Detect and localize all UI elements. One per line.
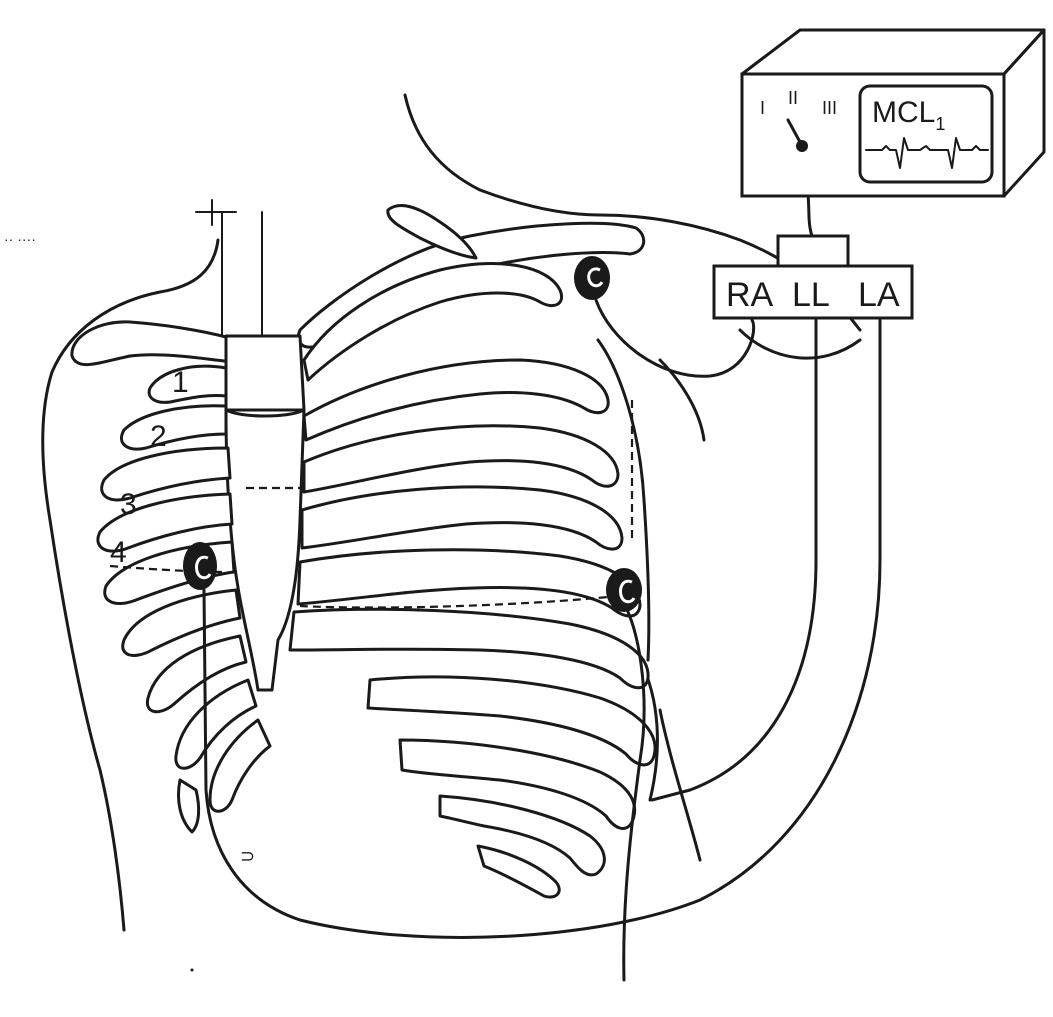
electrode-ra xyxy=(574,256,610,300)
manubrium xyxy=(226,336,304,410)
neck-right-line xyxy=(405,95,600,215)
electrode-la xyxy=(606,568,642,612)
rib-number-1: 1 xyxy=(172,366,189,399)
lead-label-iii: III xyxy=(822,98,837,118)
cable-label-la: LA xyxy=(858,276,900,314)
rib-number-3: 3 xyxy=(120,488,137,521)
left-clavicle xyxy=(72,322,232,365)
electrode-ll xyxy=(183,542,217,590)
stray-mark-left: ·· ···· xyxy=(4,231,36,247)
trachea xyxy=(196,200,262,345)
screen-label: MCL1 xyxy=(872,96,945,134)
cable-junction-block: RA LL LA xyxy=(714,236,912,318)
ecg-monitor: I II III MCL1 xyxy=(742,30,1044,196)
wire-ll xyxy=(652,320,816,800)
right-arm-inner xyxy=(740,330,860,358)
cable-label-ll: LL xyxy=(792,276,830,314)
cable-label-ra: RA xyxy=(726,276,774,314)
rib-number-2: 2 xyxy=(150,420,167,453)
monitor-side-face xyxy=(1004,30,1044,196)
ribs-right xyxy=(290,264,655,897)
speck xyxy=(191,969,194,972)
lead-selector-knob xyxy=(796,140,808,152)
lead-label-ii: II xyxy=(788,88,798,108)
lead-label-i: I xyxy=(760,98,765,118)
lower-body-curve xyxy=(660,710,700,860)
monitor-top-face xyxy=(742,30,1044,74)
rib-number-4: 4 xyxy=(110,536,127,569)
stray-mark-bottom: ⊃ xyxy=(240,846,255,866)
